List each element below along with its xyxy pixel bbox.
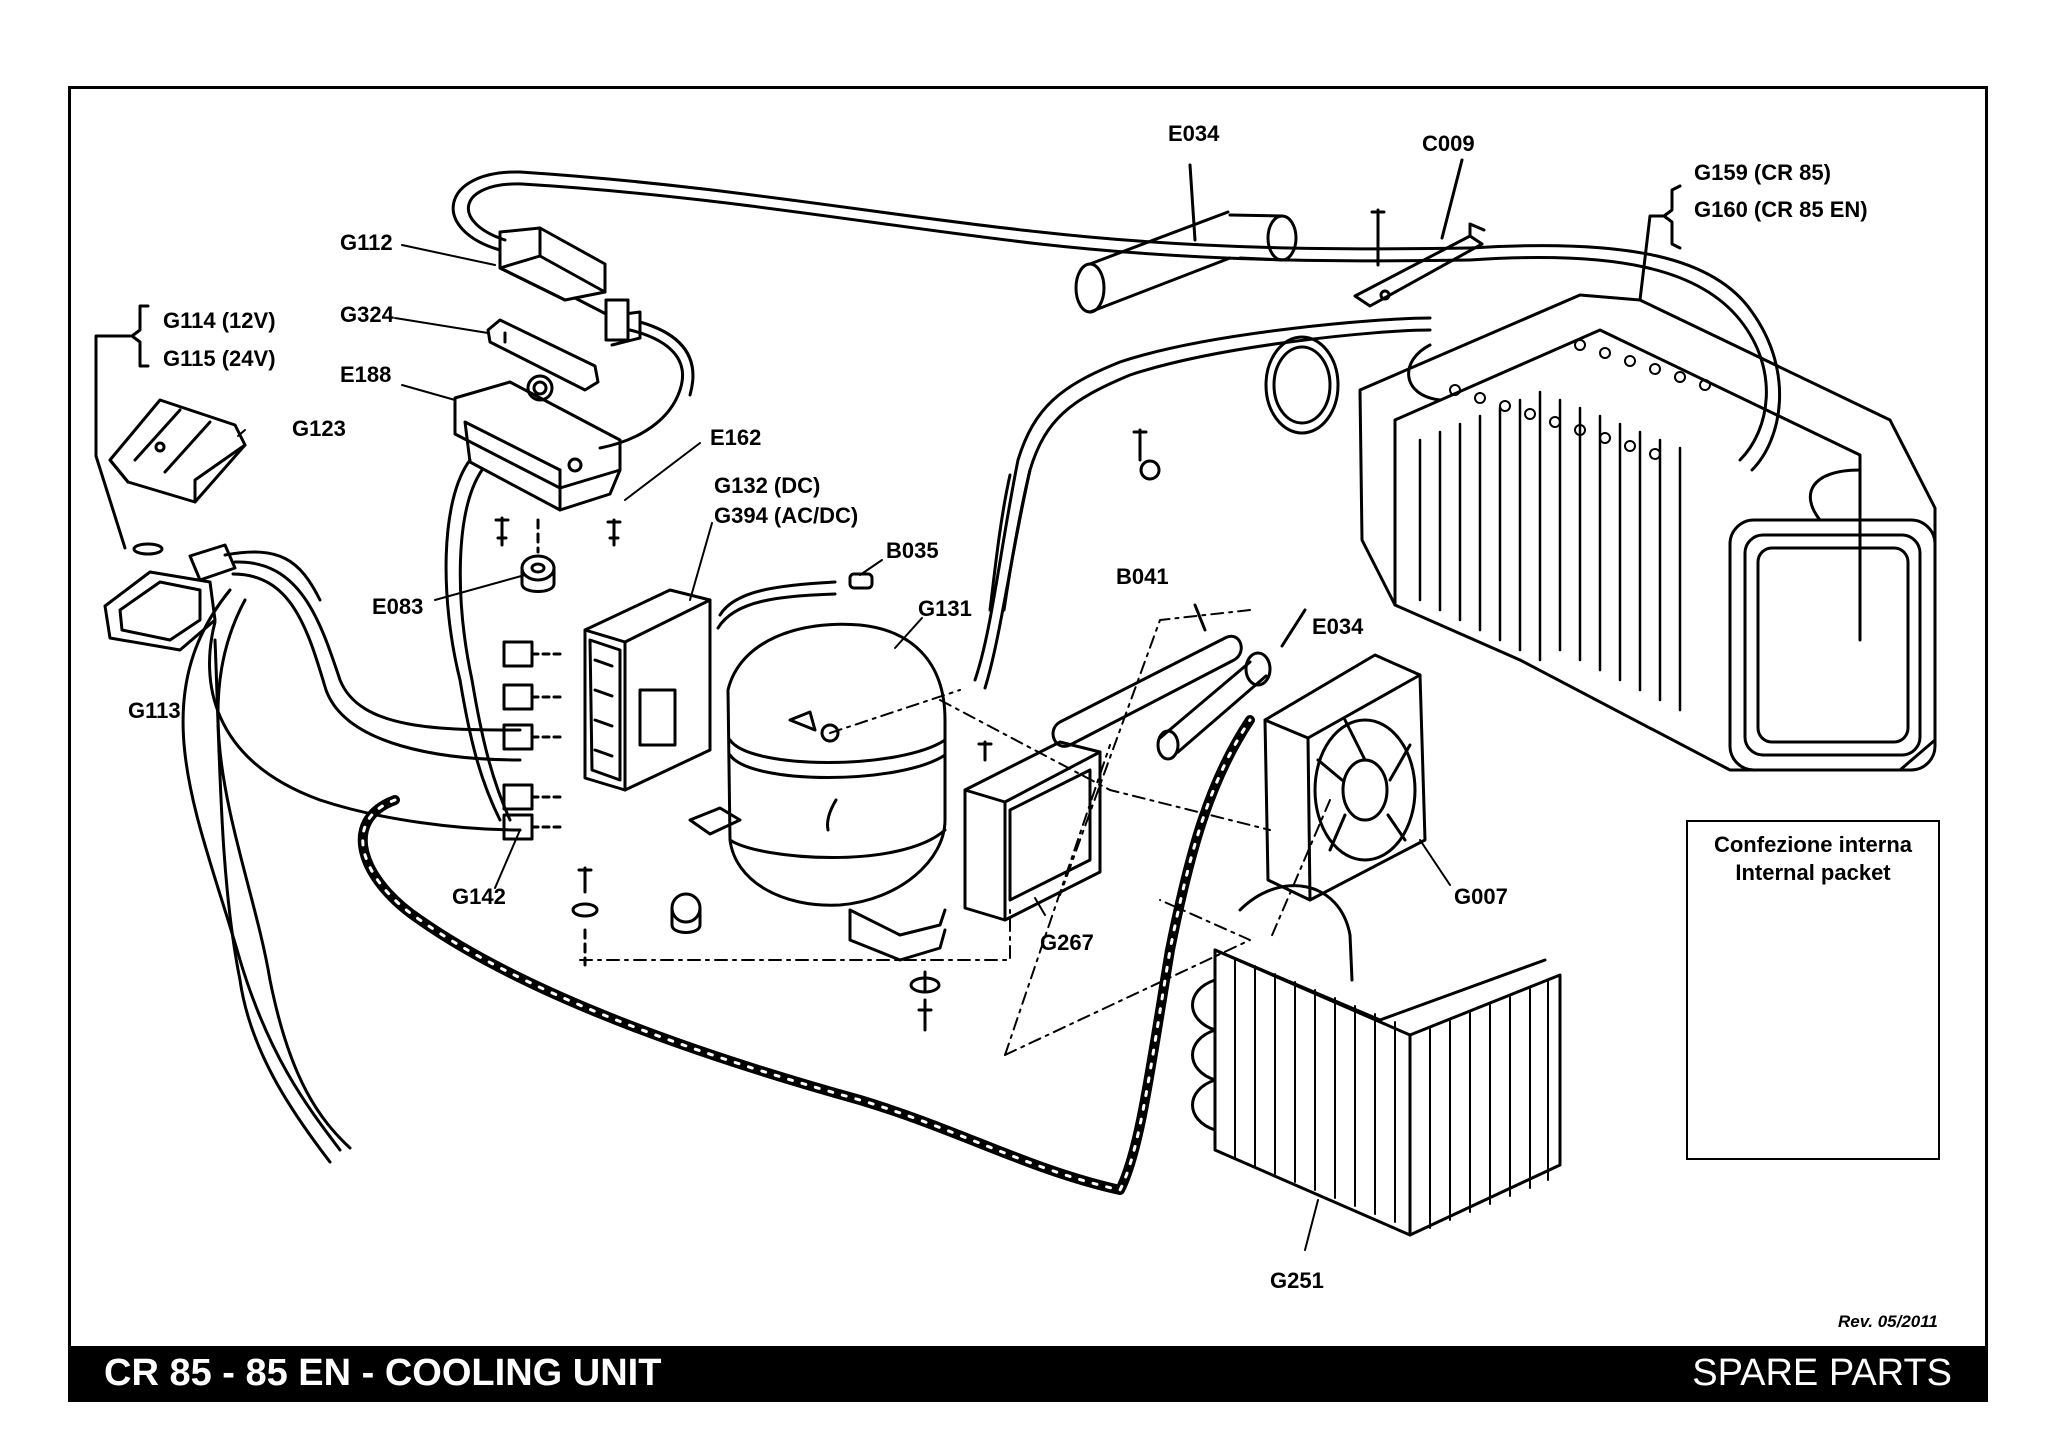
- screws-e188: [494, 516, 622, 547]
- label-g142: G142: [452, 884, 506, 909]
- fuse-leader: [94, 334, 132, 550]
- bracket-g324: [486, 318, 600, 392]
- drain-hose: [357, 715, 1255, 1195]
- evaporator-g159-g160: [1358, 184, 1937, 772]
- section-title: SPARE PARTS: [1692, 1352, 1952, 1394]
- suction-line-inner: [973, 316, 1432, 682]
- label-e188: E188: [340, 362, 392, 387]
- wire-top: [451, 170, 1472, 252]
- label-b041: B041: [1116, 564, 1169, 589]
- wire-to-e188: [444, 458, 502, 822]
- clip-c009: [1353, 158, 1486, 308]
- label-g112: G112: [340, 230, 393, 255]
- title-bar: CR 85 - 85 EN - COOLING UNIT SPARE PARTS: [68, 1346, 1988, 1402]
- compressor-mounts: [571, 866, 941, 1032]
- board-g267: [963, 740, 1102, 922]
- fan-g007: [1263, 653, 1427, 902]
- wire-top-inner: [466, 182, 1472, 263]
- sensor-b041: [1051, 603, 1243, 748]
- insulation-tube-e034-mid: [1156, 608, 1307, 761]
- internal-packet-title-it: Confezione interna: [1713, 832, 1912, 857]
- wire-to-e188-2: [458, 468, 512, 822]
- label-b035: B035: [886, 538, 939, 563]
- wire-harness-1: [233, 560, 522, 732]
- wire-loose-1: [181, 588, 342, 1152]
- label-g131: G131: [918, 596, 972, 621]
- label-g123: G123: [292, 416, 346, 441]
- insulation-tube-e034-top: [1074, 163, 1298, 314]
- compressor-g131: [670, 622, 947, 962]
- connectors-g142: [502, 640, 562, 841]
- revision-label: Rev. 05/2011: [1838, 1312, 1938, 1331]
- guide-lines: [579, 609, 1271, 1056]
- label-g115: G115 (24V): [163, 346, 276, 371]
- page-title: CR 85 - 85 EN - COOLING UNIT: [104, 1352, 662, 1394]
- wire-loose-3: [213, 638, 332, 1164]
- switch-unit-g113: [103, 542, 322, 652]
- label-e083: E083: [372, 594, 424, 619]
- wire-harness-3: [208, 620, 522, 832]
- brace-g114-g115: [130, 304, 150, 368]
- drain-hose-pattern: [361, 718, 1252, 1192]
- label-g251: G251: [1270, 1268, 1324, 1293]
- label-e034-mid: E034: [1312, 614, 1364, 639]
- capillary-loop: [1264, 335, 1340, 435]
- label-g267: G267: [1040, 930, 1094, 955]
- wire-harness-2: [231, 572, 522, 762]
- label-g324: G324: [340, 302, 394, 327]
- electronic-unit-g132-g394: [583, 588, 712, 792]
- evaporator-holes: [1449, 339, 1711, 460]
- label-g007: G007: [1454, 884, 1508, 909]
- label-c009: C009: [1422, 131, 1475, 156]
- label-e162: E162: [710, 425, 762, 450]
- suction-sleeve: [988, 468, 1032, 612]
- clip-screw: [1132, 428, 1161, 481]
- leader-lines: [237, 244, 1451, 1251]
- label-e034-top: E034: [1168, 121, 1220, 146]
- label-g113: G113: [128, 698, 181, 723]
- label-g160: G160 (CR 85 EN): [1694, 197, 1868, 222]
- label-g394: G394 (AC/DC): [714, 503, 859, 528]
- internal-packet-box: Confezione interna Internal packet: [1686, 820, 1940, 1160]
- label-g132: G132 (DC): [714, 473, 821, 498]
- sensor-b035: [716, 572, 874, 630]
- internal-packet-title-en: Internal packet: [1735, 860, 1891, 885]
- label-g114: G114 (12V): [163, 308, 276, 333]
- starter-module-e188: [453, 374, 622, 512]
- damper-e083: [520, 518, 556, 593]
- label-g159: G159 (CR 85): [1694, 160, 1831, 185]
- thermostat-g112: [498, 226, 695, 450]
- cover-g123: [108, 398, 247, 504]
- condenser-g251: [1191, 799, 1562, 1237]
